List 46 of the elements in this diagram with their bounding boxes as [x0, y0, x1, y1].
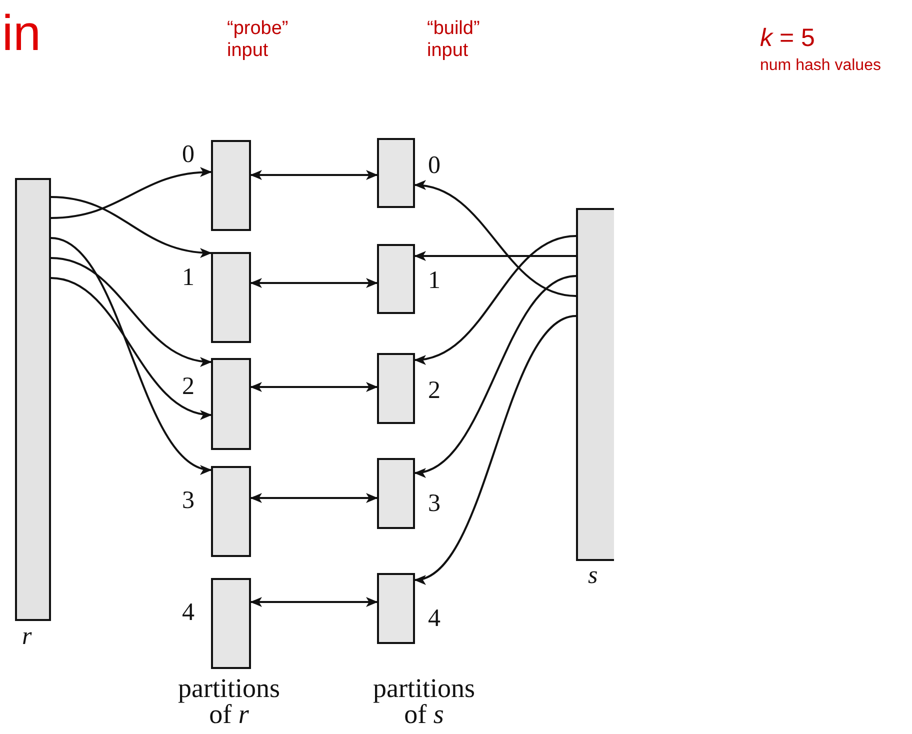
- axis-caption: partitions of s: [372, 676, 476, 728]
- relation-name: r: [22, 624, 32, 649]
- partition-box: [377, 353, 415, 424]
- partition-box: [377, 244, 415, 314]
- partition-box: [211, 140, 251, 231]
- relation-bar: [576, 208, 614, 561]
- partition-box: [211, 252, 251, 343]
- partition-number: 0: [428, 153, 440, 178]
- partition-number: 2: [428, 378, 440, 403]
- arrow: [414, 275, 576, 476]
- arrow: [250, 493, 378, 503]
- slide-title: in: [2, 8, 41, 58]
- partition-box: [377, 573, 415, 644]
- partition-box: [377, 458, 415, 529]
- partition-box: [211, 578, 251, 669]
- partition-box: [211, 358, 251, 450]
- arrow: [50, 168, 212, 219]
- arrow: [414, 181, 576, 297]
- partition-number: 1: [428, 268, 440, 293]
- partition-number: 3: [428, 491, 440, 516]
- arrow: [250, 382, 378, 392]
- partition-box: [211, 466, 251, 557]
- partition-number: 3: [182, 488, 194, 513]
- arrow: [250, 597, 378, 607]
- arrow: [250, 278, 378, 288]
- partition-number: 4: [428, 606, 440, 631]
- partition-number: 1: [182, 265, 194, 290]
- partition-number: 4: [182, 600, 194, 625]
- arrow: [50, 257, 212, 366]
- annotation-text: “probe” input: [227, 18, 290, 62]
- arrow: [50, 277, 212, 418]
- relation-bar: [15, 178, 51, 621]
- partition-number: 2: [182, 374, 194, 399]
- arrow: [414, 235, 576, 364]
- annotation-text: num hash values: [760, 57, 881, 76]
- annotation-text: k = 5: [760, 24, 815, 53]
- arrow: [414, 315, 576, 582]
- annotation-text: “build” input: [427, 18, 481, 62]
- axis-caption: partitions of r: [177, 676, 281, 728]
- arrow: [50, 237, 212, 472]
- arrow: [50, 196, 212, 258]
- partition-box: [377, 138, 415, 208]
- arrow: [414, 251, 576, 261]
- relation-name: s: [588, 563, 598, 588]
- partition-number: 0: [182, 142, 194, 167]
- arrow: [250, 170, 378, 180]
